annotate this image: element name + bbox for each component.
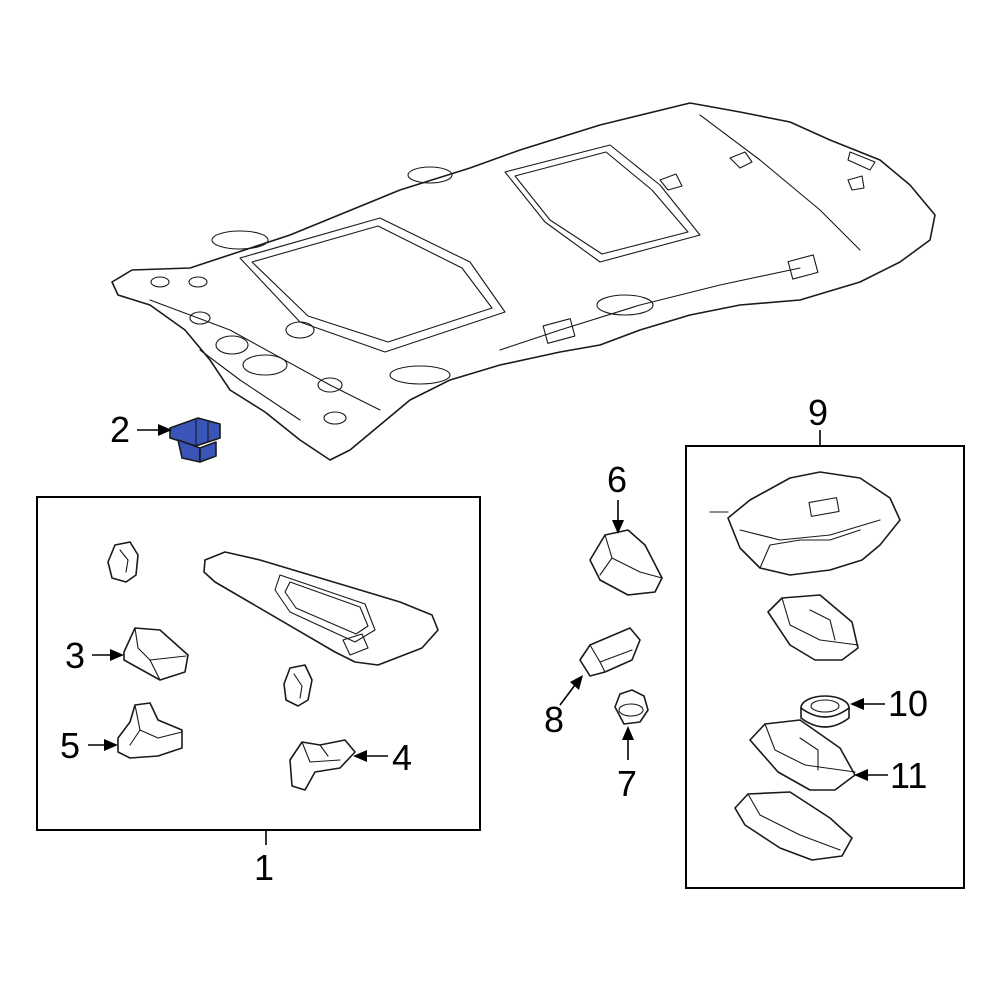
visor-clip-left[interactable] (107, 541, 139, 583)
part-4-holder[interactable] (289, 739, 356, 791)
callout-10: 10 (888, 683, 928, 724)
callout-4: 4 (392, 737, 412, 778)
part-10-button[interactable] (800, 695, 850, 728)
callout-3: 3 (65, 635, 85, 676)
callout-5: 5 (60, 725, 80, 766)
console-lens-upper[interactable] (767, 594, 859, 661)
callout-11: 11 (890, 755, 927, 796)
box-9-console-group (685, 445, 965, 889)
part-5-holder[interactable] (117, 702, 183, 759)
console-bottom-cover[interactable] (734, 791, 853, 861)
callout-8: 8 (544, 699, 564, 740)
sun-visor[interactable] (203, 551, 439, 666)
leaders (88, 424, 888, 845)
headliner (111, 102, 936, 461)
part-3-holder[interactable] (123, 627, 189, 681)
callout-6: 6 (607, 459, 627, 500)
part-2-clip[interactable] (169, 417, 221, 463)
callout-9: 9 (808, 392, 828, 433)
box-1-visor-group (36, 496, 481, 831)
part-8-bracket[interactable] (579, 627, 641, 677)
callout-labels: 1 2 3 4 5 6 7 8 9 10 11 (60, 392, 928, 888)
callout-1: 1 (254, 847, 274, 888)
part-6-lamp-cover[interactable] (589, 529, 663, 596)
console-base[interactable] (709, 471, 901, 576)
visor-clip-middle[interactable] (283, 664, 313, 707)
part-7-cap[interactable] (614, 689, 649, 725)
callout-7: 7 (617, 763, 637, 804)
part-11-lens[interactable] (749, 719, 856, 791)
callout-2: 2 (110, 409, 130, 450)
